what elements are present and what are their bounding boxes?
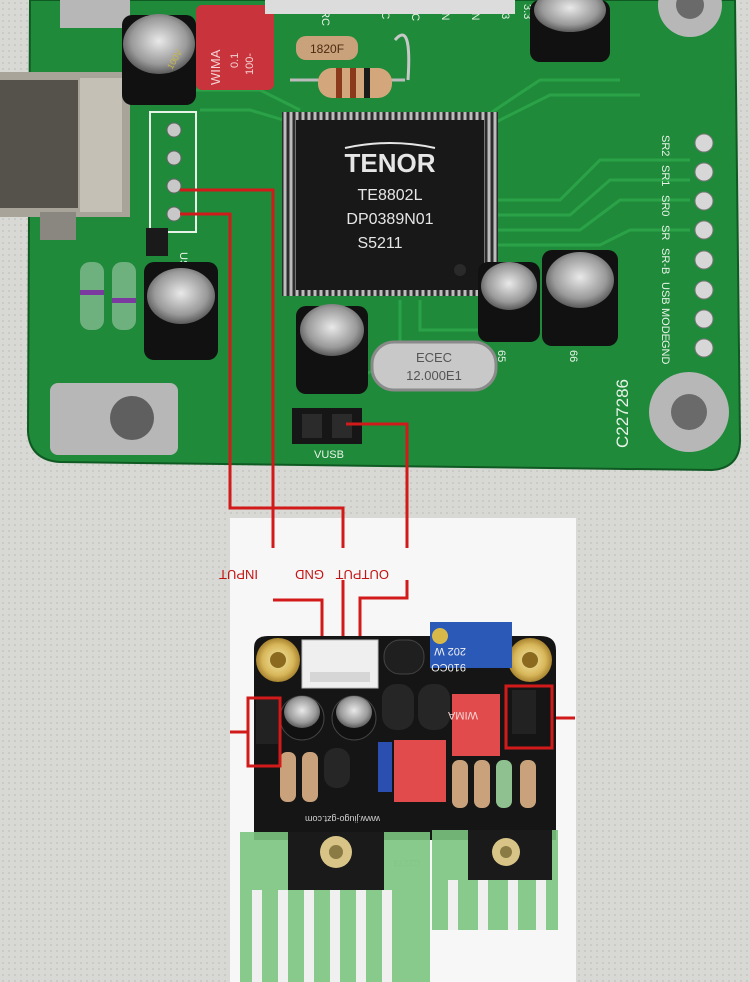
side-pin-labels: SR2 SR1 SR0 SR SR-B USB MODE GND xyxy=(659,135,671,365)
svg-text:65: 65 xyxy=(495,350,507,362)
small-capacitor: 1820F xyxy=(296,36,358,60)
tenor-dac-chip: TENOR TE8802L DP0389N01 S5211 xyxy=(282,112,498,296)
crystal-oscillator: ECEC 12.000E1 xyxy=(370,340,498,392)
usb-b-connector xyxy=(0,72,130,240)
svg-text:100-: 100- xyxy=(244,53,256,75)
electrolytic-capacitor xyxy=(530,0,610,62)
svg-text:SR-B: SR-B xyxy=(659,248,671,274)
svg-text:202 W: 202 W xyxy=(434,645,466,657)
header-pins xyxy=(166,122,182,222)
svg-text:SR1: SR1 xyxy=(659,165,671,186)
svg-text:66: 66 xyxy=(567,350,579,362)
svg-text:VUSB: VUSB xyxy=(314,449,344,461)
vusb-jumper: VUSB xyxy=(292,408,362,461)
mounting-holes xyxy=(50,0,729,455)
gnd-label: GND xyxy=(295,567,324,582)
electrolytic-capacitor: 65 66 xyxy=(478,250,618,362)
svg-text:DP0389N01: DP0389N01 xyxy=(346,211,433,228)
electrolytic-capacitor: 100V xyxy=(122,14,196,105)
side-pin-pads xyxy=(694,133,714,358)
usb-dac-board: USB 100V WIMA 0.1 100- 1820F xyxy=(0,0,742,472)
svg-text:12.000E1: 12.000E1 xyxy=(406,368,462,383)
inductors xyxy=(80,228,168,330)
output-label: OUTPUT xyxy=(336,567,390,582)
svg-text:S5211: S5211 xyxy=(357,235,402,252)
electrolytic-capacitor xyxy=(144,262,368,394)
board-id-label: C227286 xyxy=(613,379,632,448)
svg-text:TE8802L: TE8802L xyxy=(358,187,423,204)
svg-text:SR: SR xyxy=(659,225,671,240)
svg-text:ECEC: ECEC xyxy=(416,350,452,365)
svg-text:GND: GND xyxy=(659,340,671,365)
svg-text:WIMA: WIMA xyxy=(447,709,478,721)
amplifier-board: 202 W 910CO WIMA www.jiugo-gzt.com C2273 xyxy=(240,622,558,982)
axial-resistor xyxy=(290,68,405,98)
wire-jumper xyxy=(393,33,411,81)
svg-text:MODE: MODE xyxy=(659,308,671,341)
header-outline xyxy=(149,111,197,233)
svg-text:910CO: 910CO xyxy=(431,661,466,673)
svg-text:1820F: 1820F xyxy=(310,42,344,56)
svg-text:USB: USB xyxy=(659,282,671,305)
svg-text:TENOR: TENOR xyxy=(345,148,436,178)
svg-text:www.jiugo-gzt.com: www.jiugo-gzt.com xyxy=(305,814,381,824)
svg-text:SR0: SR0 xyxy=(659,195,671,216)
input-label: INPUT xyxy=(219,567,258,582)
top-header-connector xyxy=(265,0,515,14)
svg-text:WIMA: WIMA xyxy=(208,49,223,85)
svg-text:SR2: SR2 xyxy=(659,135,671,156)
wima-capacitor: WIMA 0.1 100- xyxy=(196,5,274,90)
svg-text:0.1: 0.1 xyxy=(229,53,241,68)
